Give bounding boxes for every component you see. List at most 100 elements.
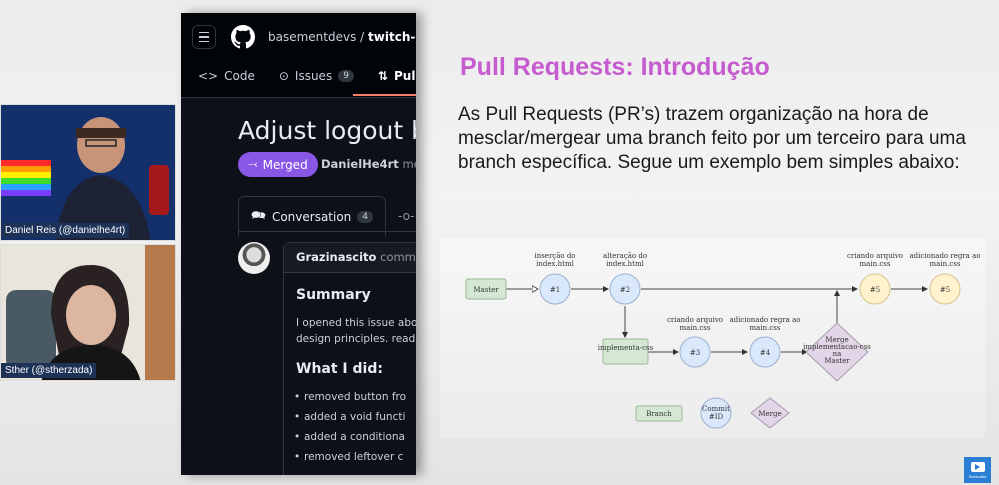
tab-label: Pull re [394,69,416,83]
diagram-svg: Master #1 inserção do index.html #2 alte… [465,252,981,429]
legend-branch [635,405,683,422]
tab-issues[interactable]: ⊙ Issues 9 [279,69,354,83]
commit-node [929,273,961,305]
legend-merge-label: Merge [758,410,781,418]
merge-label: Merge [825,336,848,344]
what-i-did-heading: What I did: [296,361,383,377]
webcam-name-label: Daniel Reis (@danielhe4rt) [1,223,130,238]
commit-caption: index.html [536,260,575,268]
comment-card: Grazinascito commen Summary I opened thi… [283,242,416,475]
tab-pull-requests[interactable]: ⇅ Pull re [378,69,416,83]
comment-action: commen [380,250,416,264]
commit-id: #3 [690,349,700,357]
comment-author-link[interactable]: Grazinascito [296,250,377,264]
chair [6,290,56,370]
tab-label: Code [224,69,255,83]
tab-label: Issues [294,69,333,83]
repo-name-link[interactable]: twitch-be [368,30,416,44]
comment-header: Grazinascito commen [284,243,416,273]
summary-heading: Summary [296,287,371,303]
merge-label: na [833,350,842,358]
commit-caption: criando arquivo [667,316,723,324]
conversation-icon: 🗪 [251,208,266,222]
commit-id: #2 [620,286,630,294]
branch-node-implementa-css [602,338,649,365]
tab-commits[interactable]: -o- C [386,196,416,236]
changes-list: removed button fro added a void functi a… [294,387,416,467]
subscribe-button[interactable]: Subscribe [964,457,991,483]
conversation-counter: 4 [357,210,374,223]
pr-title: Adjust logout b [238,116,416,145]
commit-caption: alteração do [603,252,647,260]
commit-icon: -o- [398,209,415,223]
list-item: added a conditiona [294,427,416,447]
repo-breadcrumb: basementdevs / twitch-be [268,30,416,44]
merge-label: implementacao-css [803,343,871,351]
summary-line: I opened this issue abo [296,317,416,329]
merge-icon: ⤙ [248,157,258,171]
commit-caption: adicionado regra ao [910,252,981,260]
commit-id: #4 [760,349,771,357]
door [145,245,175,380]
commit-caption: main.css [680,324,711,332]
merge-label: Master [824,357,850,365]
webcam-sther: Sther (@stherzada) [0,244,176,381]
issues-counter: 9 [338,70,354,82]
menu-icon[interactable] [192,25,216,49]
commit-caption: criando arquivo [847,252,903,260]
github-pr-window: basementdevs / twitch-be <> Code ⊙ Issue… [181,13,416,475]
merged-by-suffix: merg [402,157,416,171]
list-item: removed leftover c [294,447,416,467]
commit-node [539,273,571,305]
comment-body: Summary I opened this issue abo design p… [284,273,416,475]
github-logo-icon[interactable] [231,25,255,49]
commit-node [609,273,641,305]
legend-branch-label: Branch [646,410,672,418]
webcam-name-label: Sther (@stherzada) [1,363,97,378]
status-badge: ⤙ Merged [238,152,318,177]
legend-commit-label: #ID [709,413,724,421]
breadcrumb-separator: / [360,30,365,44]
tabs-divider [238,231,416,232]
repo-nav: <> Code ⊙ Issues 9 ⇅ Pull re [198,69,416,83]
tab-conversation[interactable]: 🗪 Conversation 4 [238,196,387,236]
youtube-play-icon [970,461,985,472]
merged-by-text: DanielHe4rt merg [321,157,416,171]
legend-merge [750,397,790,429]
subscribe-label: Subscribe [968,473,987,479]
pull-request-icon: ⇅ [377,69,388,83]
code-icon: <> [198,69,219,83]
webcam-daniel: Daniel Reis (@danielhe4rt) [0,104,176,241]
commit-node [679,336,711,368]
branch-node-label: implementa-css [598,344,654,352]
list-item: added a void functi [294,407,416,427]
tab-label: Conversation [271,209,352,224]
repo-owner-link[interactable]: basementdevs [268,30,357,44]
branch-node-master [465,278,507,300]
active-tab-indicator [353,94,416,96]
commit-caption: main.css [930,260,961,268]
commit-id: #1 [550,286,560,294]
nyan-rainbow [1,160,51,196]
commit-caption: inserção do [534,252,575,260]
microphone [149,165,169,215]
list-item: removed button fro [294,387,416,407]
commit-id: #5 [870,286,880,294]
commit-caption: main.css [750,324,781,332]
commit-caption: main.css [860,260,891,268]
commit-caption: index.html [606,260,645,268]
slide-title: Pull Requests: Introdução [460,53,770,81]
merge-node [805,322,869,382]
summary-line: design principles. read [296,333,416,345]
github-header: basementdevs / twitch-be <> Code ⊙ Issue… [181,13,416,98]
commit-node [859,273,891,305]
commit-id: #5 [940,286,950,294]
pr-tabs: 🗪 Conversation 4 -o- C [238,196,416,236]
person-silhouette [56,117,151,240]
commit-node [749,336,781,368]
avatar[interactable] [238,242,270,274]
commit-caption: adicionado regra ao [730,316,801,324]
merged-by-user-link[interactable]: DanielHe4rt [321,157,399,171]
branch-node-label: Master [473,286,499,294]
tab-code[interactable]: <> Code [198,69,255,83]
